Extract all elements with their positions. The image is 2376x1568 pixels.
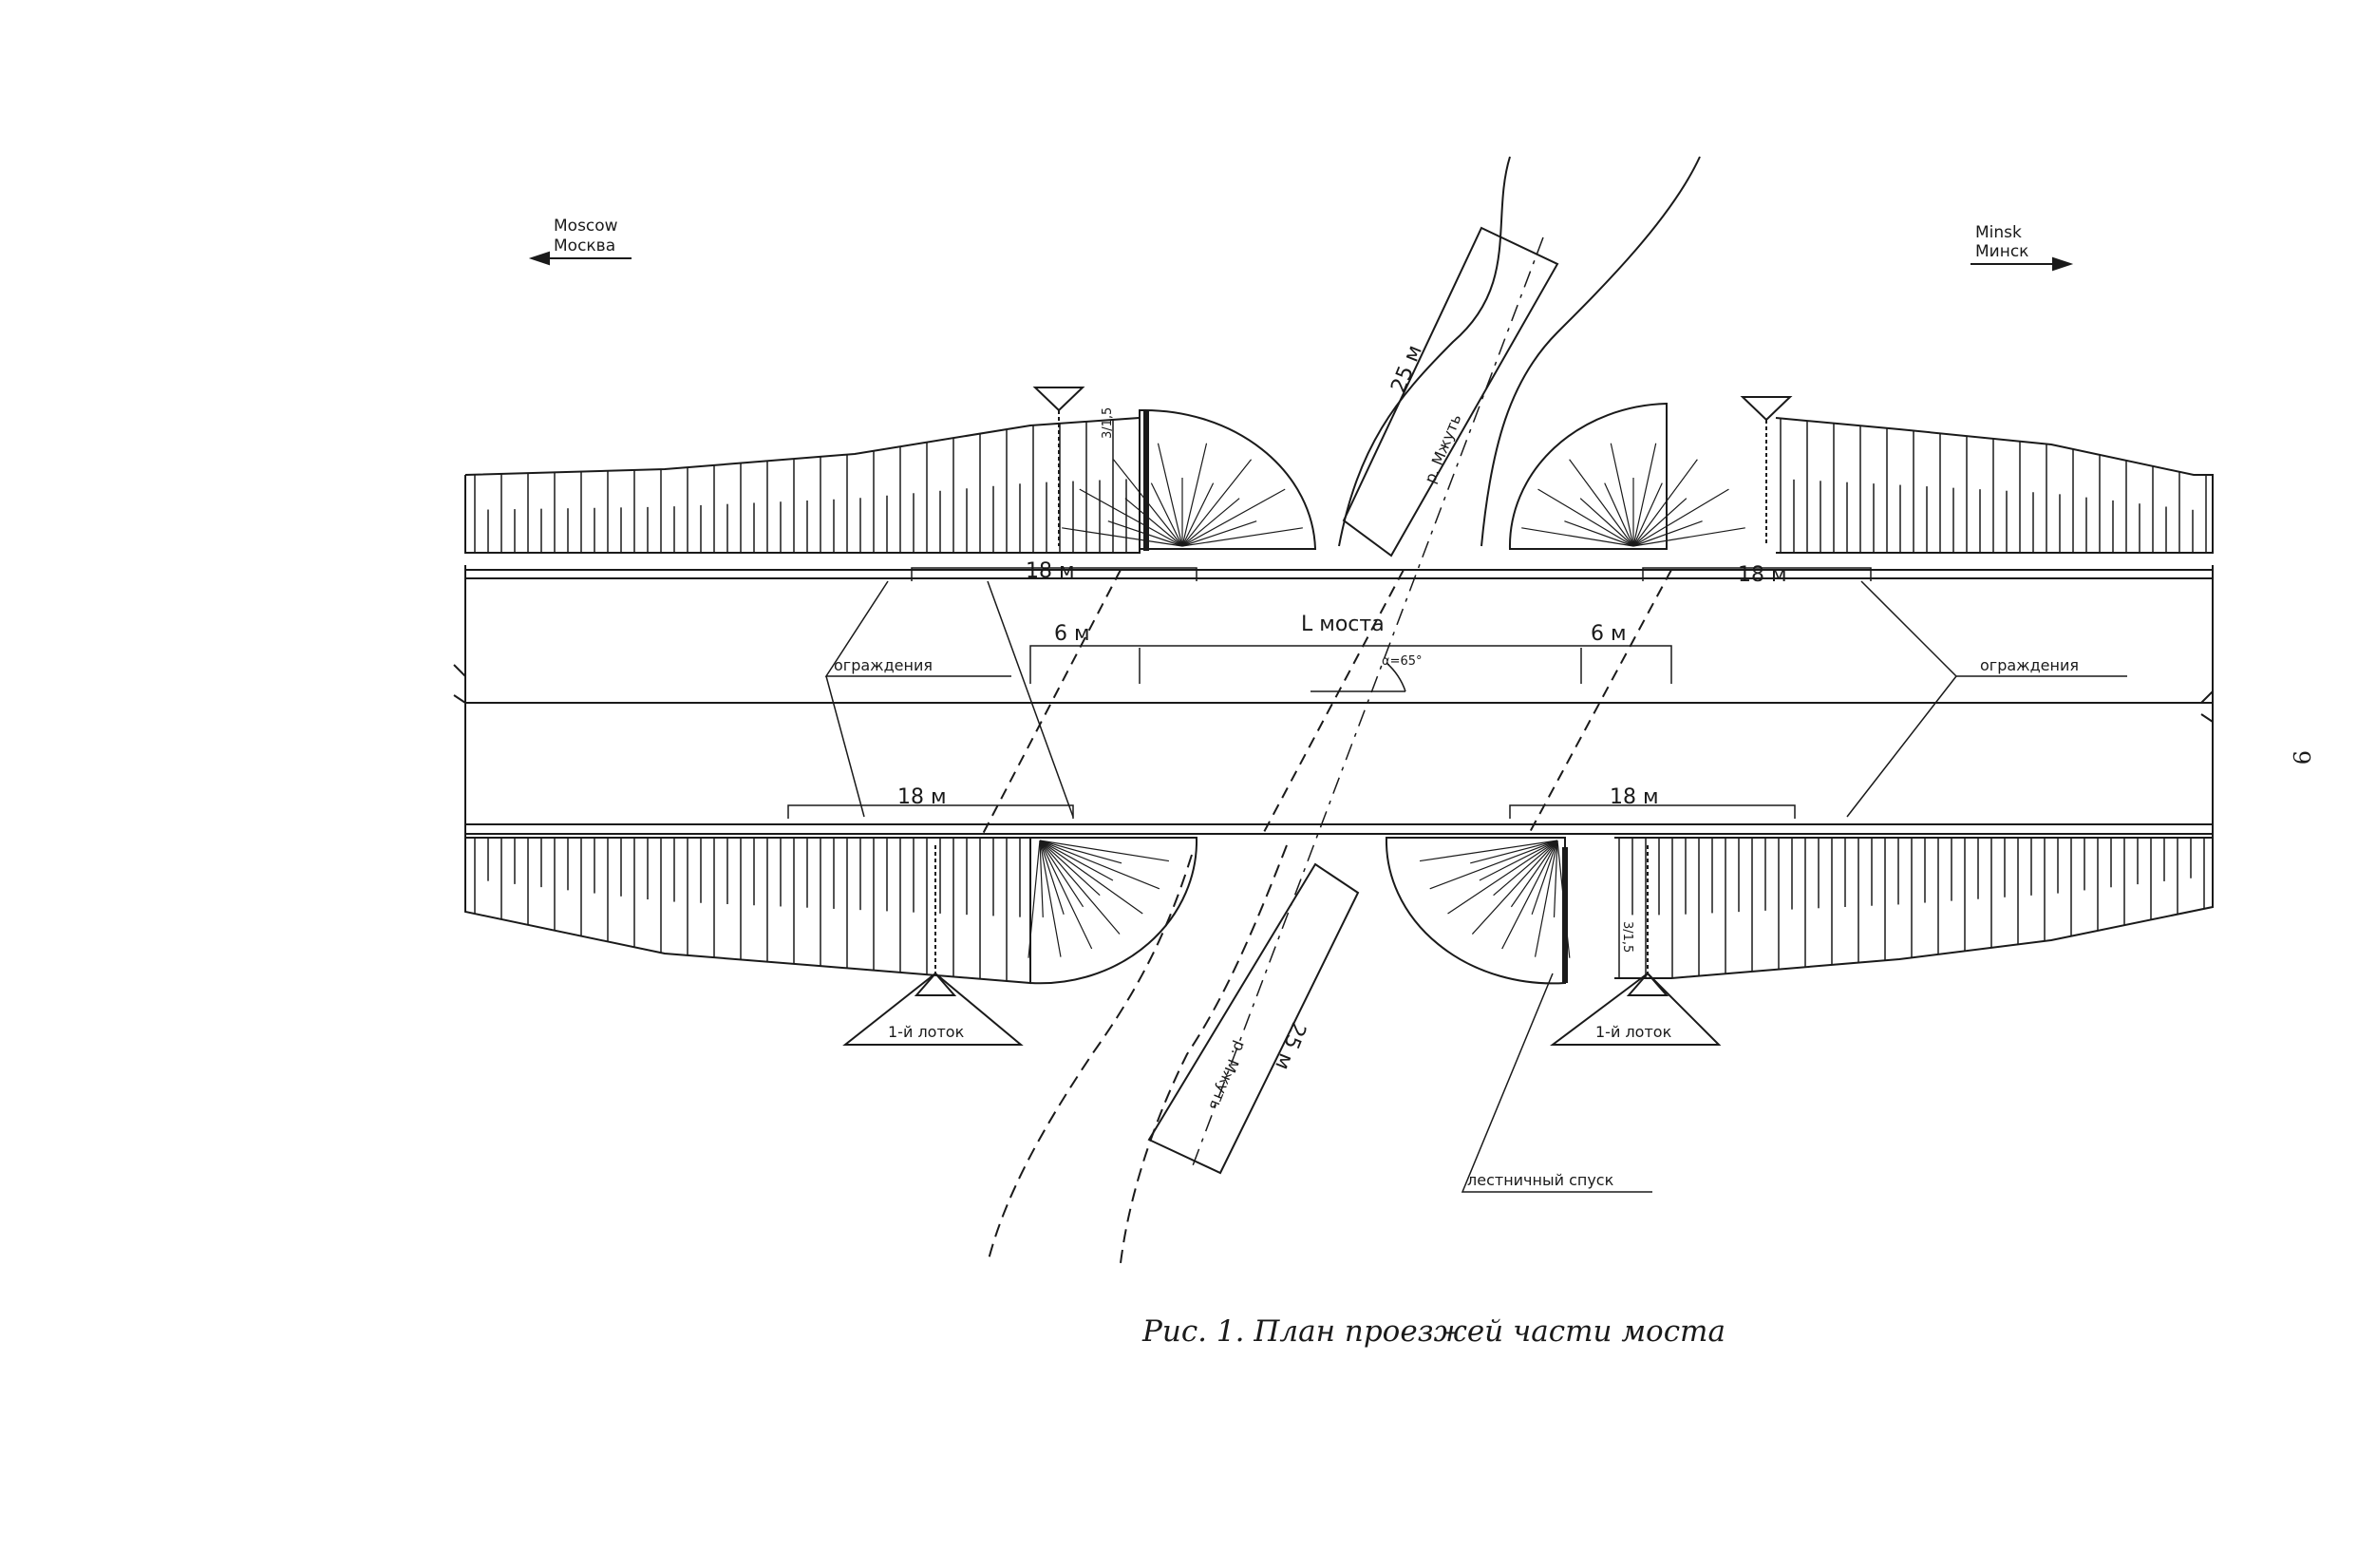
cone-bottom-right bbox=[1385, 837, 1571, 985]
river-width-box-bottom bbox=[1147, 862, 1360, 1175]
river-width-top: 25 м bbox=[1386, 342, 1427, 396]
guard-label-left: ограждения bbox=[834, 656, 933, 674]
river-width-bottom: 25 м bbox=[1270, 1019, 1311, 1073]
cone-bottom-left bbox=[1028, 837, 1198, 985]
dim-top-left: 18 м bbox=[1026, 559, 1075, 583]
tray-label-left: 1-й лоток bbox=[888, 1023, 965, 1041]
direction-arrow-right bbox=[1971, 256, 2074, 272]
embankment-bottom-right bbox=[1614, 837, 2214, 979]
tray-label-right: 1-й лоток bbox=[1595, 1023, 1672, 1041]
tray-top-left bbox=[1032, 387, 1085, 546]
direction-arrow-left bbox=[528, 251, 632, 266]
dim-approach-left: 6 м bbox=[1054, 622, 1090, 646]
stair-leader bbox=[1461, 973, 1652, 1193]
guard-label-right: ограждения bbox=[1980, 656, 2079, 674]
cone-top-left bbox=[1062, 408, 1317, 550]
embankment-bottom-left bbox=[464, 837, 1031, 985]
embankment-top-left bbox=[464, 416, 1141, 554]
tray-bottom-right bbox=[1550, 845, 1722, 1046]
direction-right-en: Minsk bbox=[1975, 223, 2022, 242]
direction-right-ru: Минск bbox=[1975, 242, 2028, 261]
direction-left-ru: Москва bbox=[554, 236, 615, 255]
slope-code-bottom: 3/1,5 bbox=[1620, 921, 1634, 953]
river-name-bottom: р. Мжуть bbox=[1206, 1039, 1250, 1113]
stair-label: лестничный спуск bbox=[1467, 1171, 1614, 1189]
dim-top-right: 18 м bbox=[1738, 563, 1787, 587]
labels: Moscow Москва Minsk Минск 18 м 18 м 18 м… bbox=[554, 217, 2314, 1349]
embankment-top-right bbox=[1775, 417, 2214, 554]
roadway bbox=[453, 565, 2214, 838]
dim-bottom-right: 18 м bbox=[1610, 785, 1659, 809]
dim-skew-angle: α=65° bbox=[1382, 654, 1423, 669]
dim-bridge-length: L моста bbox=[1301, 613, 1385, 636]
river bbox=[987, 156, 1701, 1264]
guard-leaders bbox=[824, 580, 2127, 818]
tray-top-right bbox=[1740, 396, 1793, 546]
tray-bottom-left bbox=[842, 845, 1024, 1046]
figure-caption: Рис. 1. План проезжей части моста bbox=[1141, 1314, 1725, 1349]
direction-left-en: Moscow bbox=[554, 217, 618, 236]
river-width-box-top bbox=[1342, 226, 1559, 557]
cone-top-right bbox=[1508, 402, 1745, 550]
page-number: 9 bbox=[2288, 750, 2314, 765]
river-name-top: р. Мжуть bbox=[1421, 411, 1464, 485]
dimension-lines bbox=[787, 567, 1872, 819]
slope-code-top: 3/1,5 bbox=[1101, 407, 1115, 439]
dim-approach-right: 6 м bbox=[1591, 622, 1627, 646]
dim-bottom-left: 18 м bbox=[897, 785, 947, 809]
